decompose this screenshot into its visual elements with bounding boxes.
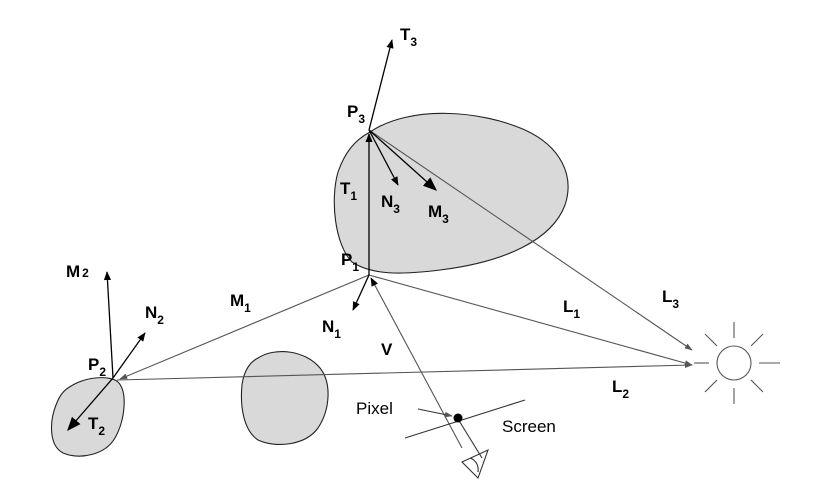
object-large [333,112,569,274]
ray-V [370,277,463,449]
label-screen: Screen [502,417,556,436]
label-T2: T2 [88,414,105,438]
ray-M1 [119,274,370,380]
label-M1: M1 [230,291,251,315]
eye-icon [461,448,489,480]
label-M3: M3 [428,202,449,226]
label-N2: N2 [145,303,164,327]
pixel-pointer [417,408,453,418]
ray-L2 [116,362,693,381]
label-N1: N1 [322,317,341,341]
label-N3: N3 [381,192,400,216]
label-T1: T1 [340,179,357,203]
vector-M3 [368,129,438,191]
label-T3: T3 [400,25,417,49]
screen-plane [404,399,526,439]
eye-sightline [457,418,483,459]
label-L3: L3 [662,287,679,311]
vector-N3 [368,129,399,186]
light-source-icon [694,322,780,404]
pixel-dot [453,413,463,423]
vector-N2 [112,332,146,379]
ray-L3 [368,129,693,351]
label-V: V [381,340,393,359]
vector-N1 [352,274,370,311]
label-pixel: Pixel [356,399,393,418]
object-small [51,377,125,457]
label-P1: P1 [341,250,359,274]
vector-M2 [103,271,114,379]
label-L1: L1 [563,297,580,321]
object-middle [240,351,329,445]
label-P2: P2 [88,355,106,379]
ray-L1 [368,274,693,366]
vector-T2 [67,377,114,432]
vector-T3 [368,39,394,131]
label-P3: P3 [347,102,365,126]
label-L2: L2 [612,377,629,401]
